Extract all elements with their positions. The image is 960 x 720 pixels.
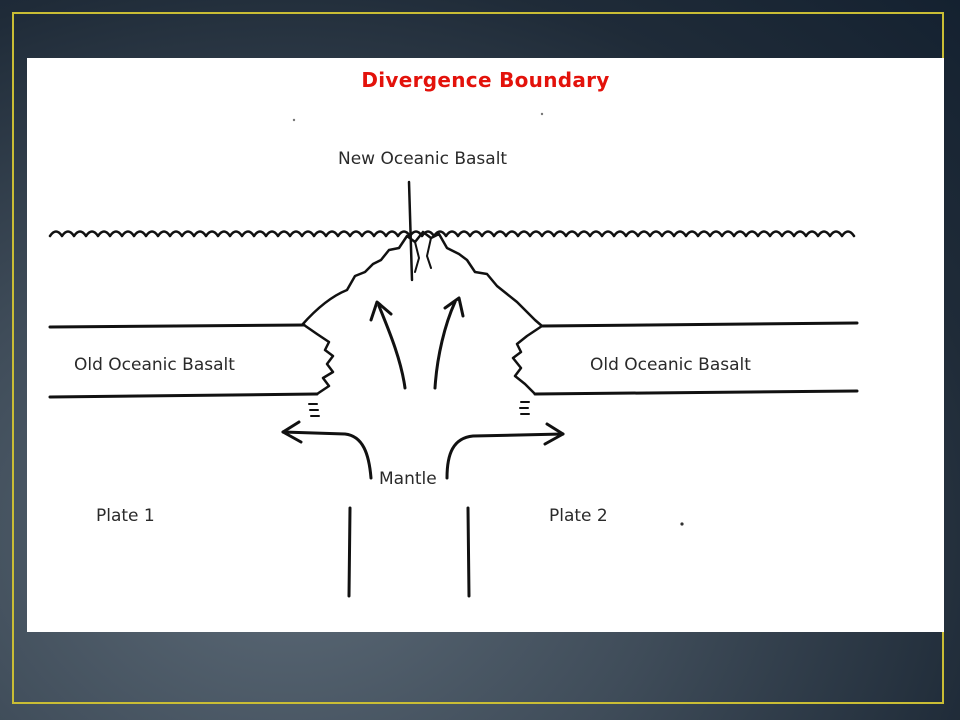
pointer-line bbox=[407, 180, 414, 282]
mantle-column-left bbox=[347, 506, 352, 598]
left-rising-arrow bbox=[377, 304, 407, 390]
mantle-column-right bbox=[466, 506, 471, 598]
ocean-surface-line bbox=[48, 230, 856, 238]
slide-title: Divergence Boundary bbox=[361, 68, 610, 92]
diagram-panel: Divergence Boundary bbox=[27, 58, 944, 632]
right-spreading-arrow bbox=[445, 432, 565, 480]
right-rising-arrowhead bbox=[443, 296, 465, 318]
speck-1 bbox=[680, 522, 684, 526]
left-rising-arrowhead bbox=[369, 300, 393, 322]
right-rising-arrow bbox=[433, 300, 457, 390]
right-plate-drip bbox=[519, 401, 530, 415]
left-plate-edge bbox=[302, 323, 335, 396]
right-spreading-arrowhead bbox=[543, 422, 565, 446]
right-plate-bottom bbox=[533, 389, 859, 396]
label-old-basalt-left: Old Oceanic Basalt bbox=[74, 355, 235, 375]
left-plate-top bbox=[48, 323, 306, 329]
label-new-oceanic-basalt: New Oceanic Basalt bbox=[338, 149, 508, 169]
left-spreading-arrowhead bbox=[281, 420, 303, 444]
label-plate-1: Plate 1 bbox=[96, 506, 155, 526]
label-plate-2: Plate 2 bbox=[549, 506, 608, 526]
divergence-diagram bbox=[48, 112, 859, 598]
right-plate-edge bbox=[511, 324, 544, 396]
left-plate-bottom bbox=[48, 392, 319, 399]
speck-2 bbox=[292, 118, 296, 122]
right-plate-top bbox=[540, 321, 859, 328]
ridge-inner-crack bbox=[414, 237, 432, 273]
left-spreading-arrow bbox=[281, 430, 373, 480]
left-plate-drip bbox=[308, 403, 320, 417]
ridge-outline bbox=[300, 230, 544, 328]
speck-3 bbox=[540, 112, 544, 116]
label-mantle: Mantle bbox=[379, 469, 437, 489]
label-old-basalt-right: Old Oceanic Basalt bbox=[590, 355, 751, 375]
